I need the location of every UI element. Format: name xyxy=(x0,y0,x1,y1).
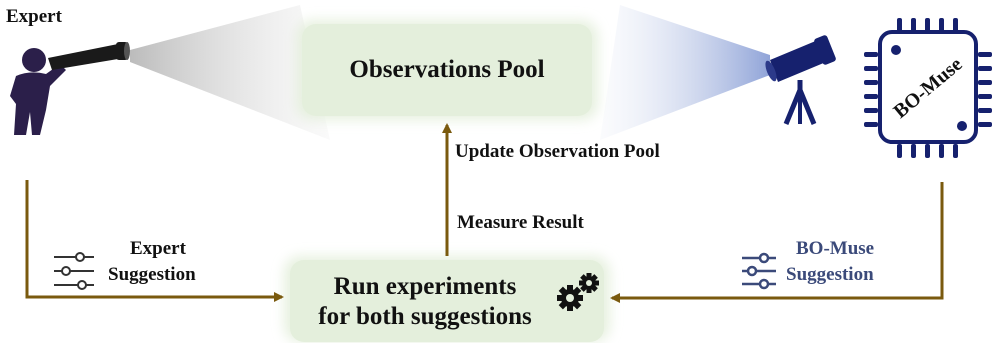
expert-view-beam xyxy=(130,5,330,140)
expert-label: Expert xyxy=(6,6,62,27)
chip-icon: BO-Muse xyxy=(864,18,992,158)
telescope-on-tripod-icon xyxy=(765,35,836,125)
observations-pool-label: Observations Pool xyxy=(349,56,545,83)
observations-pool-box xyxy=(302,24,592,116)
run-experiments-label: Run experiments for both suggestions xyxy=(290,262,560,342)
update-observation-pool-label: Update Observation Pool xyxy=(455,141,660,162)
measure-result-label: Measure Result xyxy=(457,212,584,233)
bomuse-suggestion-arrow xyxy=(610,182,944,303)
bomuse-suggestion-label-line-1: BO-Muse xyxy=(796,238,875,259)
bomuse-sliders-icon xyxy=(742,252,776,290)
run-experiments-box xyxy=(290,260,604,342)
run-experiments-line-2: for both suggestions xyxy=(318,303,532,330)
expert-suggestion-arrow xyxy=(25,180,284,302)
gears-icon xyxy=(557,273,599,311)
person-with-telescope-icon xyxy=(10,42,130,135)
expert-suggestion-label-line-2: Suggestion xyxy=(108,264,196,285)
run-experiments-line-1: Run experiments xyxy=(333,273,517,300)
bomuse-view-beam xyxy=(600,5,770,140)
bomuse-suggestion-label-line-2: Suggestion xyxy=(786,264,874,285)
expert-suggestion-label-line-1: Expert xyxy=(130,238,186,259)
sliders-icon xyxy=(54,252,94,290)
